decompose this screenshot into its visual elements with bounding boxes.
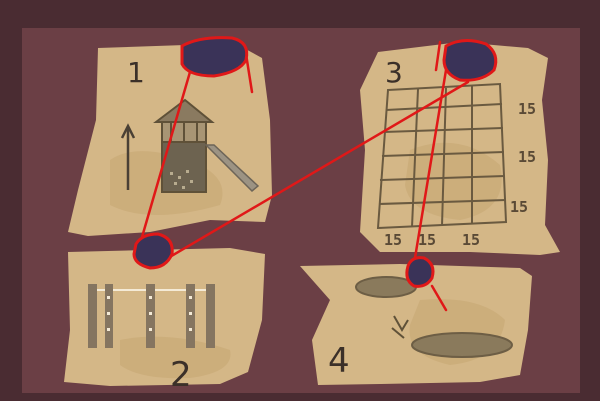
slide-icon	[204, 144, 260, 193]
markers	[132, 36, 498, 288]
dig-hole-2	[411, 332, 513, 358]
grid-label-right-3: 15	[510, 198, 528, 216]
route-lines	[138, 40, 470, 312]
marker-panel-1[interactable]	[180, 36, 249, 78]
panel-1-number: 1	[127, 56, 145, 89]
grid-label-bottom-1: 15	[384, 231, 402, 249]
grid-label-bottom-2: 15	[418, 231, 436, 249]
panel-2[interactable]: 2	[64, 248, 265, 395]
panel-3-number: 3	[385, 56, 403, 89]
panel-4-number: 4	[328, 341, 350, 381]
marker-panel-2[interactable]	[132, 232, 174, 270]
posts-icon	[88, 284, 215, 348]
route-line-2-3	[166, 80, 470, 260]
grid-label-right-2: 15	[518, 148, 536, 166]
arrow-up-icon	[120, 123, 136, 190]
playground-tower-icon	[153, 98, 260, 193]
route-line-4-tail	[430, 284, 448, 312]
route-line-3-4	[412, 56, 450, 266]
grid-label-bottom-3: 15	[462, 231, 480, 249]
panel-3[interactable]: 3 15 15 15 15 15 15	[360, 42, 560, 255]
shovel-icon	[391, 315, 409, 339]
panel-2-number: 2	[170, 355, 192, 395]
route-line-3-tail	[434, 40, 442, 72]
marker-panel-4[interactable]	[405, 256, 435, 288]
panel-4[interactable]: 4	[300, 264, 532, 385]
route-line-1-2	[138, 70, 192, 246]
grid-label-right-1: 15	[518, 100, 536, 118]
marker-panel-3[interactable]	[442, 39, 498, 82]
